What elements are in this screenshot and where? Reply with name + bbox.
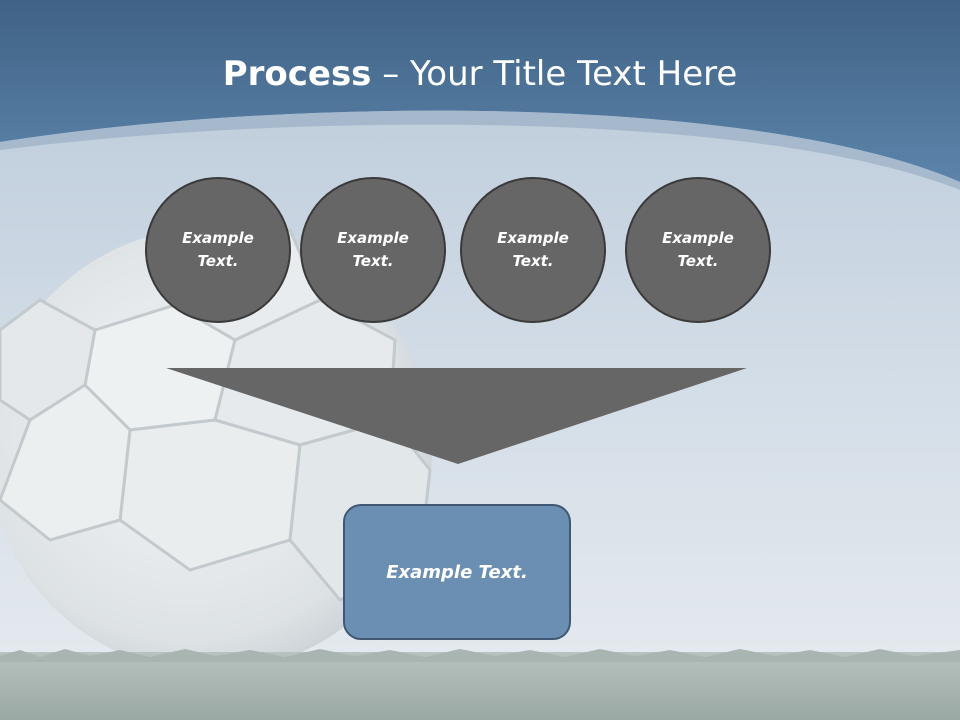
process-step-4-label: Example Text. [662, 229, 734, 270]
process-step-1: Example Text. [145, 177, 291, 323]
process-step-3: Example Text. [460, 177, 606, 323]
page-title: Process – Your Title Text Here [0, 52, 960, 96]
title-bold: Process [222, 54, 372, 94]
process-step-1-label: Example Text. [182, 229, 254, 270]
process-step-3-label: Example Text. [497, 229, 569, 270]
title-rest: – Your Title Text Here [371, 54, 738, 94]
result-label: Example Text. [386, 561, 528, 583]
process-step-2-label: Example Text. [337, 229, 409, 270]
process-step-2: Example Text. [300, 177, 446, 323]
process-step-4: Example Text. [625, 177, 771, 323]
result-box: Example Text. [343, 504, 571, 640]
